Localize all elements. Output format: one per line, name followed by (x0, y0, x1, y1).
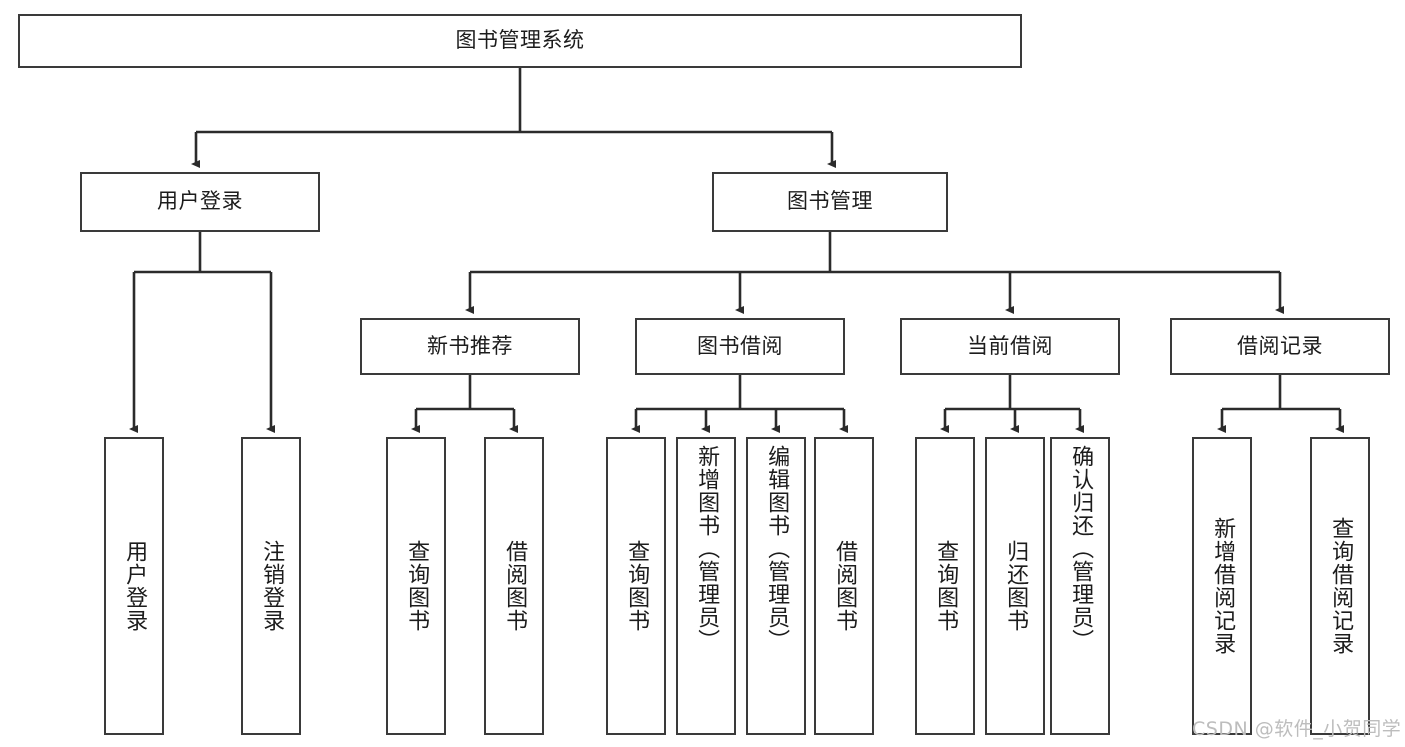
node-new-book-recommendation[interactable]: 新书推荐 (360, 318, 580, 375)
leaf-add-book-admin-label: 新增图书（管理员） (694, 445, 720, 652)
leaf-query-books-borrowing[interactable]: 查询图书 (606, 437, 666, 735)
leaf-return-books-label: 归还图书 (1003, 540, 1029, 632)
node-current-borrowing-label: 当前借阅 (967, 333, 1053, 358)
watermark: CSDN @软件_小贺同学 (1192, 718, 1402, 740)
node-current-borrowing[interactable]: 当前借阅 (900, 318, 1120, 375)
leaf-user-login-label: 用户登录 (122, 540, 148, 632)
node-new-book-recommendation-label: 新书推荐 (427, 333, 513, 358)
leaf-edit-book-admin[interactable]: 编辑图书（管理员） (746, 437, 806, 735)
leaf-borrow-books-borrowing-label: 借阅图书 (832, 540, 858, 632)
leaf-return-books[interactable]: 归还图书 (985, 437, 1045, 735)
leaf-query-books-recommend-label: 查询图书 (404, 540, 430, 632)
leaf-query-books-current-label: 查询图书 (933, 540, 959, 632)
leaf-query-books-borrowing-label: 查询图书 (624, 540, 650, 632)
node-book-borrowing-label: 图书借阅 (697, 333, 783, 358)
node-borrowing-records[interactable]: 借阅记录 (1170, 318, 1390, 375)
leaf-logout[interactable]: 注销登录 (241, 437, 301, 735)
leaf-add-book-admin[interactable]: 新增图书（管理员） (676, 437, 736, 735)
leaf-logout-label: 注销登录 (259, 540, 285, 632)
leaf-borrow-books-recommend[interactable]: 借阅图书 (484, 437, 544, 735)
node-book-management-label: 图书管理 (787, 189, 873, 214)
node-book-borrowing[interactable]: 图书借阅 (635, 318, 845, 375)
leaf-add-borrow-record[interactable]: 新增借阅记录 (1192, 437, 1252, 735)
leaf-confirm-return-admin[interactable]: 确认归还（管理员） (1050, 437, 1110, 735)
leaf-borrow-books-borrowing[interactable]: 借阅图书 (814, 437, 874, 735)
leaf-edit-book-admin-label: 编辑图书（管理员） (764, 445, 790, 652)
leaf-query-books-current[interactable]: 查询图书 (915, 437, 975, 735)
node-root-label: 图书管理系统 (455, 28, 585, 53)
leaf-query-borrow-record[interactable]: 查询借阅记录 (1310, 437, 1370, 735)
node-book-management[interactable]: 图书管理 (712, 172, 948, 232)
node-user-login-label: 用户登录 (157, 189, 243, 214)
leaf-confirm-return-admin-label: 确认归还（管理员） (1068, 445, 1094, 652)
node-user-login[interactable]: 用户登录 (80, 172, 320, 232)
leaf-query-borrow-record-label: 查询借阅记录 (1328, 517, 1354, 655)
leaf-query-books-recommend[interactable]: 查询图书 (386, 437, 446, 735)
leaf-borrow-books-recommend-label: 借阅图书 (502, 540, 528, 632)
leaf-add-borrow-record-label: 新增借阅记录 (1210, 517, 1236, 655)
node-borrowing-records-label: 借阅记录 (1237, 333, 1323, 358)
leaf-user-login[interactable]: 用户登录 (104, 437, 164, 735)
node-root[interactable]: 图书管理系统 (18, 14, 1022, 68)
